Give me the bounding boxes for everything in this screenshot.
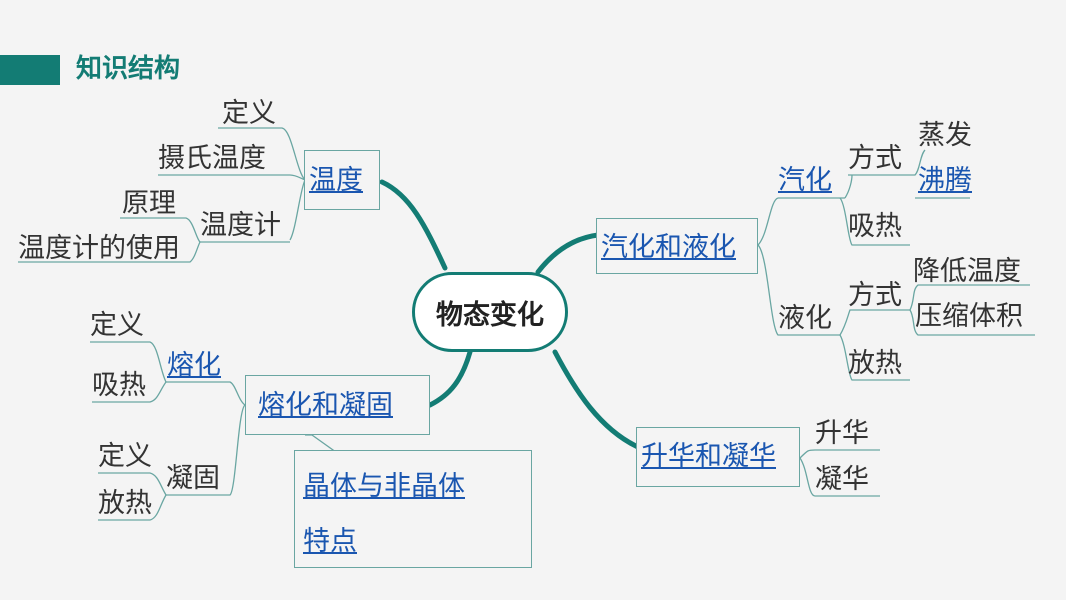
vapor-absorb: 吸热 <box>848 211 902 242</box>
desublimate-label: 凝华 <box>815 464 869 495</box>
melting-define: 定义 <box>90 310 144 341</box>
liquefy-lower-temp: 降低温度 <box>913 256 1021 287</box>
melt-box[interactable] <box>245 375 430 435</box>
liquefy-compress: 压缩体积 <box>915 301 1023 332</box>
center-label: 物态变化 <box>436 299 544 331</box>
temp-thermometer: 温度计 <box>200 210 281 241</box>
vapor-box[interactable] <box>596 218 758 274</box>
temp-principle: 原理 <box>122 188 176 219</box>
melting-absorb: 吸热 <box>92 370 146 401</box>
center-node: 物态变化 <box>412 272 568 352</box>
temp-link[interactable]: 温度 <box>309 165 363 196</box>
crystal-link-line2[interactable]: 特点 <box>303 526 357 557</box>
liquefy-release: 放热 <box>848 348 902 379</box>
solidify-release: 放热 <box>98 488 152 519</box>
vapor-link[interactable]: 汽化和液化 <box>601 232 736 263</box>
crystal-callout[interactable] <box>294 450 532 568</box>
branch-sublim <box>552 349 643 451</box>
temp-celsius: 摄氏温度 <box>158 143 266 174</box>
crystal-link-line1[interactable]: 晶体与非晶体 <box>303 471 465 502</box>
liquefy-way: 方式 <box>848 280 902 311</box>
melt-link[interactable]: 熔化和凝固 <box>258 390 393 421</box>
solidify-define: 定义 <box>98 441 152 472</box>
title-accent-bar <box>0 55 60 85</box>
sublim-box[interactable] <box>636 427 800 487</box>
temp-usage: 温度计的使用 <box>18 233 180 264</box>
temp-define: 定义 <box>222 98 276 129</box>
vapor-evaporate: 蒸发 <box>918 120 972 151</box>
page-title: 知识结构 <box>76 54 181 84</box>
vapor-way: 方式 <box>848 143 902 174</box>
temp-box[interactable] <box>304 150 380 210</box>
melting-link[interactable]: 熔化 <box>167 350 221 381</box>
sublimate-label: 升华 <box>815 418 869 449</box>
sublim-link[interactable]: 升华和凝华 <box>641 441 776 472</box>
vapor-boil-link[interactable]: 沸腾 <box>918 165 972 196</box>
solidify-label: 凝固 <box>166 463 220 494</box>
liquefy-label: 液化 <box>778 303 832 334</box>
branch-temp <box>379 179 448 271</box>
vaporize-link[interactable]: 汽化 <box>778 165 832 196</box>
branch-melt <box>427 349 473 408</box>
branch-vapor <box>535 232 601 275</box>
